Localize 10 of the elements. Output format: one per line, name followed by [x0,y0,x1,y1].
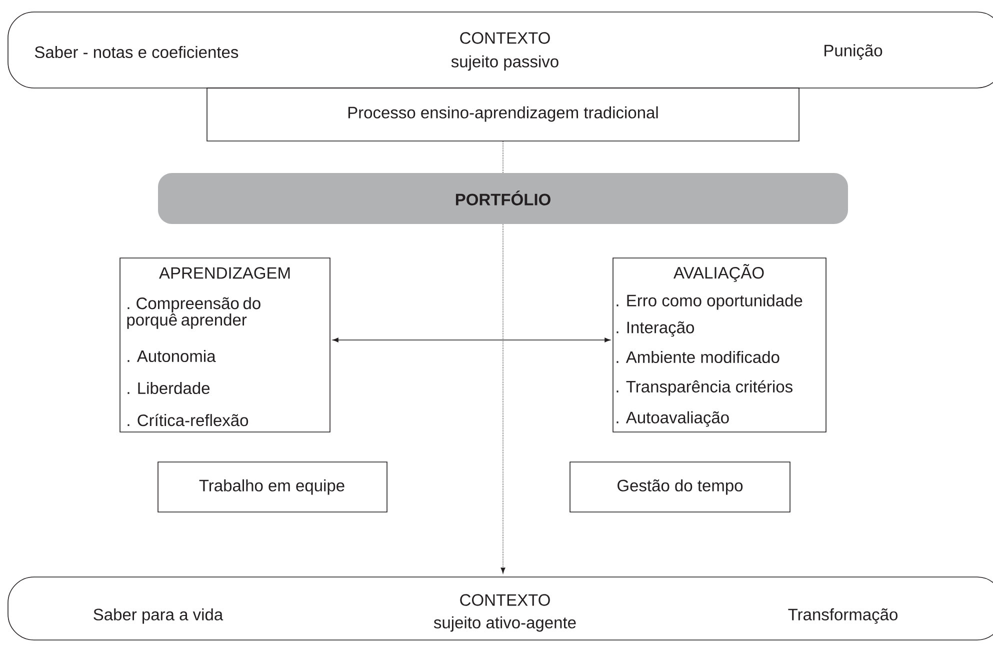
context-band: Saber - notas e coeficientes CONTEXTO sujeito passivo Punição [8,12,993,88]
dotted-arrow [500,224,506,574]
double-arrow [332,338,610,342]
process-box: Gestão do tempo [570,462,790,512]
process-box: Trabalho em equipe [158,462,388,512]
list-box: AVALIAÇÃO . Erro como oportunidade . Interação . Ambiente modificado . Transparência critérios . Autoavaliação [612,258,826,432]
process-box: Processo ensino-aprendizagem tradicional [206,88,800,142]
title-banner: PORTFÓLIO [158,173,848,224]
list-box: APRENDIZAGEM . Compreensão do porquê aprender . Autonomia . Liberdade . Crítica-reflexão [120,258,330,432]
context-band: Saber para a vida CONTEXTO sujeito ativo-agente Transformação [8,576,993,640]
